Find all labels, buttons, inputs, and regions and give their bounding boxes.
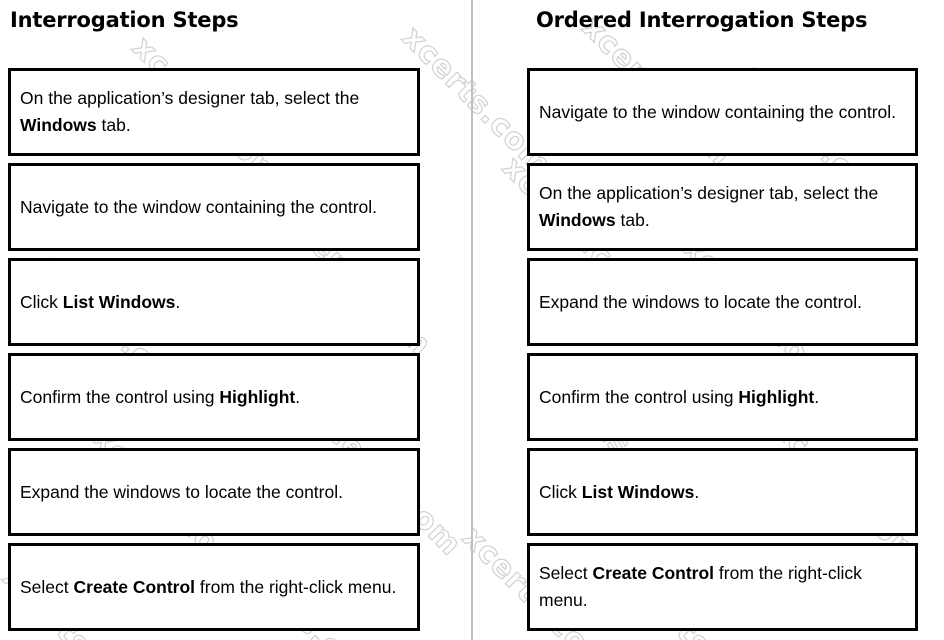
step-text-run: . (295, 386, 301, 407)
step-text: Click List Windows. (539, 479, 906, 506)
step-text-run: tab. (615, 210, 650, 230)
step-text-emphasis: Highlight (738, 386, 815, 407)
step-box[interactable]: Expand the windows to locate the control… (527, 258, 918, 346)
step-text-emphasis: Windows (20, 115, 97, 135)
step-text: Navigate to the window containing the co… (539, 99, 906, 126)
step-text: Select Create Control from the right-cli… (20, 574, 408, 601)
step-text: Select Create Control from the right-cli… (539, 560, 906, 614)
interrogation-steps-column: Interrogation Steps On the application’s… (8, 0, 438, 640)
step-box[interactable]: Navigate to the window containing the co… (527, 68, 918, 156)
step-text-run: from the right-click menu. (539, 563, 862, 610)
step-box[interactable]: Select Create Control from the right-cli… (527, 543, 918, 631)
step-text: Expand the windows to locate the control… (539, 289, 906, 316)
step-text: Confirm the control using Highlight. (539, 384, 906, 411)
step-box[interactable]: On the application’s designer tab, selec… (8, 68, 420, 156)
step-text-run: . (175, 291, 181, 312)
step-text-run: tab. (96, 115, 131, 135)
step-text-run: On the application’s designer tab, selec… (20, 88, 360, 108)
step-text-run: Click (20, 291, 63, 312)
step-text-run: Confirm the control using (539, 386, 739, 407)
step-box[interactable]: Navigate to the window containing the co… (8, 163, 420, 251)
step-text: On the application’s designer tab, selec… (539, 180, 906, 234)
step-text-run: Navigate to the window containing the co… (20, 196, 378, 217)
step-text-emphasis: Highlight (219, 386, 296, 407)
step-text: Navigate to the window containing the co… (20, 194, 408, 221)
step-box[interactable]: Select Create Control from the right-cli… (8, 543, 420, 631)
step-text-emphasis: List Windows (62, 291, 176, 312)
step-box[interactable]: On the application’s designer tab, selec… (527, 163, 918, 251)
step-text-emphasis: Create Control (73, 576, 196, 597)
step-text-run: On the application’s designer tab, selec… (539, 183, 879, 203)
step-text-emphasis: Create Control (592, 563, 715, 583)
step-box[interactable]: Click List Windows. (8, 258, 420, 346)
step-text-run: . (694, 481, 700, 502)
step-text-run: Select (20, 576, 74, 597)
step-box[interactable]: Confirm the control using Highlight. (8, 353, 420, 441)
step-text-run: . (814, 386, 820, 407)
step-text-run: Expand the windows to locate the control… (20, 481, 343, 502)
step-text: Confirm the control using Highlight. (20, 384, 408, 411)
step-text-run: Click (539, 481, 582, 502)
step-text-run: Confirm the control using (20, 386, 220, 407)
page-title-ordered-interrogation-steps: Ordered Interrogation Steps (536, 8, 868, 32)
step-text: Expand the windows to locate the control… (20, 479, 408, 506)
step-text-run: Select (539, 563, 593, 583)
step-box[interactable]: Expand the windows to locate the control… (8, 448, 420, 536)
ordered-interrogation-steps-list: Navigate to the window containing the co… (527, 68, 918, 638)
step-text-emphasis: Windows (539, 210, 616, 230)
step-text-run: Expand the windows to locate the control… (539, 291, 862, 312)
step-text: Click List Windows. (20, 289, 408, 316)
column-divider (471, 0, 473, 640)
step-text-run: Navigate to the window containing the co… (539, 101, 897, 122)
interrogation-steps-list: On the application’s designer tab, selec… (8, 68, 420, 638)
page-title-interrogation-steps: Interrogation Steps (10, 8, 239, 32)
step-text: On the application’s designer tab, selec… (20, 85, 408, 139)
step-text-emphasis: List Windows (581, 481, 695, 502)
step-box[interactable]: Confirm the control using Highlight. (527, 353, 918, 441)
step-box[interactable]: Click List Windows. (527, 448, 918, 536)
step-text-run: from the right-click menu. (195, 576, 397, 597)
ordered-interrogation-steps-column: Ordered Interrogation Steps Navigate to … (527, 0, 927, 640)
